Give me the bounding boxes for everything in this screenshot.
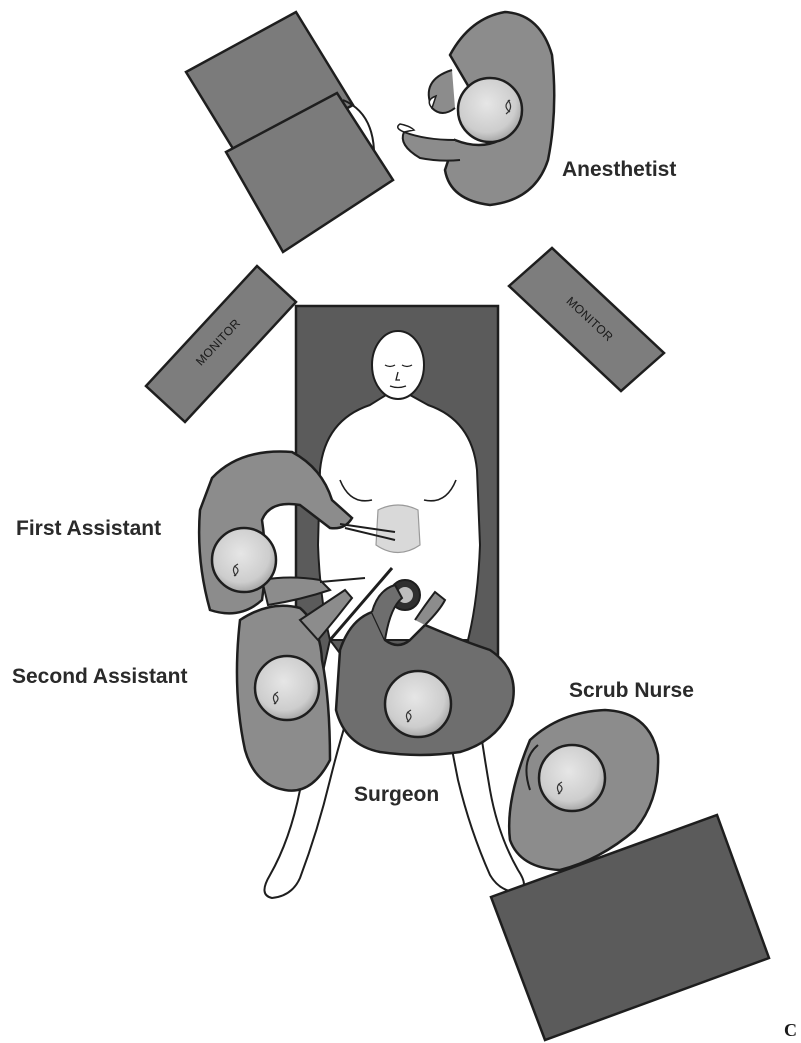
surgeon-label: Surgeon xyxy=(354,783,439,806)
anesthetist-figure xyxy=(398,12,555,205)
left-monitor: MONITOR xyxy=(146,266,296,422)
anesthetist-label: Anesthetist xyxy=(562,158,676,181)
scrub-nurse-label: Scrub Nurse xyxy=(569,679,694,702)
panel-letter: C xyxy=(784,1020,797,1040)
second-assistant-label: Second Assistant xyxy=(12,665,187,688)
first-assistant-label: First Assistant xyxy=(16,517,161,540)
right-monitor: MONITOR xyxy=(509,248,664,391)
anesthesia-machine xyxy=(186,12,393,252)
